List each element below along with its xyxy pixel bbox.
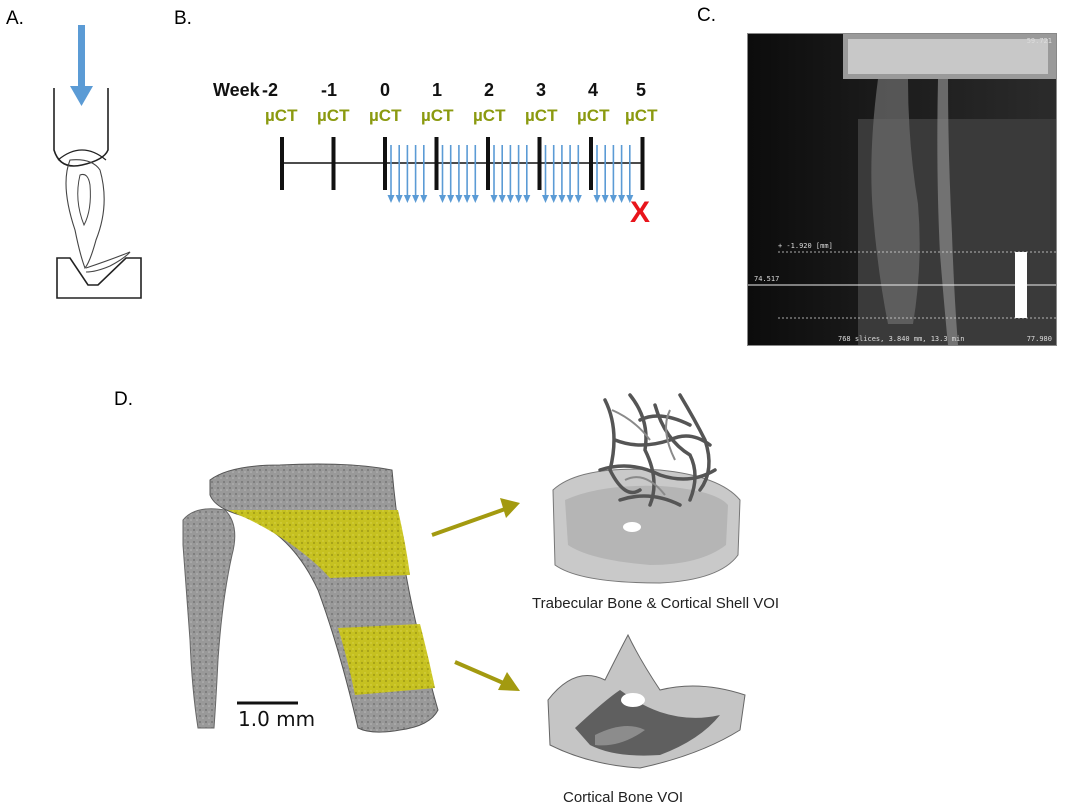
microct-scan-label: µCT — [625, 106, 658, 125]
cortical-voi-caption: Cortical Bone VOI — [563, 789, 684, 806]
scale-bar-label: 1.0 mm — [238, 707, 316, 731]
panel-label-d: D. — [114, 389, 133, 410]
week-number: 2 — [484, 80, 495, 100]
xray-top-value: 59.721 — [1026, 37, 1052, 45]
week-number: 1 — [432, 80, 443, 100]
week-number: 0 — [380, 80, 391, 100]
trabecular-voi-caption: Trabecular Bone & Cortical Shell VOI — [532, 595, 780, 612]
mouse-limb-outline — [65, 159, 105, 270]
xray-scout-view: 59.721 + -1.920 [mm] 74.517 768 slices, … — [747, 33, 1057, 346]
panel-label-c: C. — [697, 5, 716, 26]
microct-scan-label: µCT — [525, 106, 558, 125]
microct-scan-label: µCT — [317, 106, 350, 125]
week-number: 5 — [636, 80, 647, 100]
microct-scan-label: µCT — [577, 106, 610, 125]
xray-footer: 768 slices, 3.840 mm, 13.3 min — [838, 335, 965, 343]
xray-offset: + -1.920 [mm] — [778, 242, 833, 250]
xray-image — [748, 34, 1056, 345]
microct-scan-label: µCT — [265, 106, 298, 125]
week-number: 4 — [588, 80, 599, 100]
xray-bottom-value: 77.980 — [1026, 335, 1052, 343]
microct-scan-label: µCT — [421, 106, 454, 125]
week-number: -1 — [321, 80, 338, 100]
microct-scan-label: µCT — [473, 106, 506, 125]
week-number: -2 — [262, 80, 279, 100]
end-of-study-mark: X — [630, 196, 651, 229]
week-number: 3 — [536, 80, 547, 100]
microct-scan-label: µCT — [369, 106, 402, 125]
lower-loading-cup — [56, 257, 142, 299]
upper-loading-cup — [53, 88, 109, 167]
week-label: Week — [213, 80, 260, 100]
panel-label-b: B. — [174, 8, 192, 29]
xray-level: 74.517 — [754, 275, 780, 283]
load-arrow-icon — [70, 25, 93, 106]
panel-label-a: A. — [6, 8, 24, 29]
